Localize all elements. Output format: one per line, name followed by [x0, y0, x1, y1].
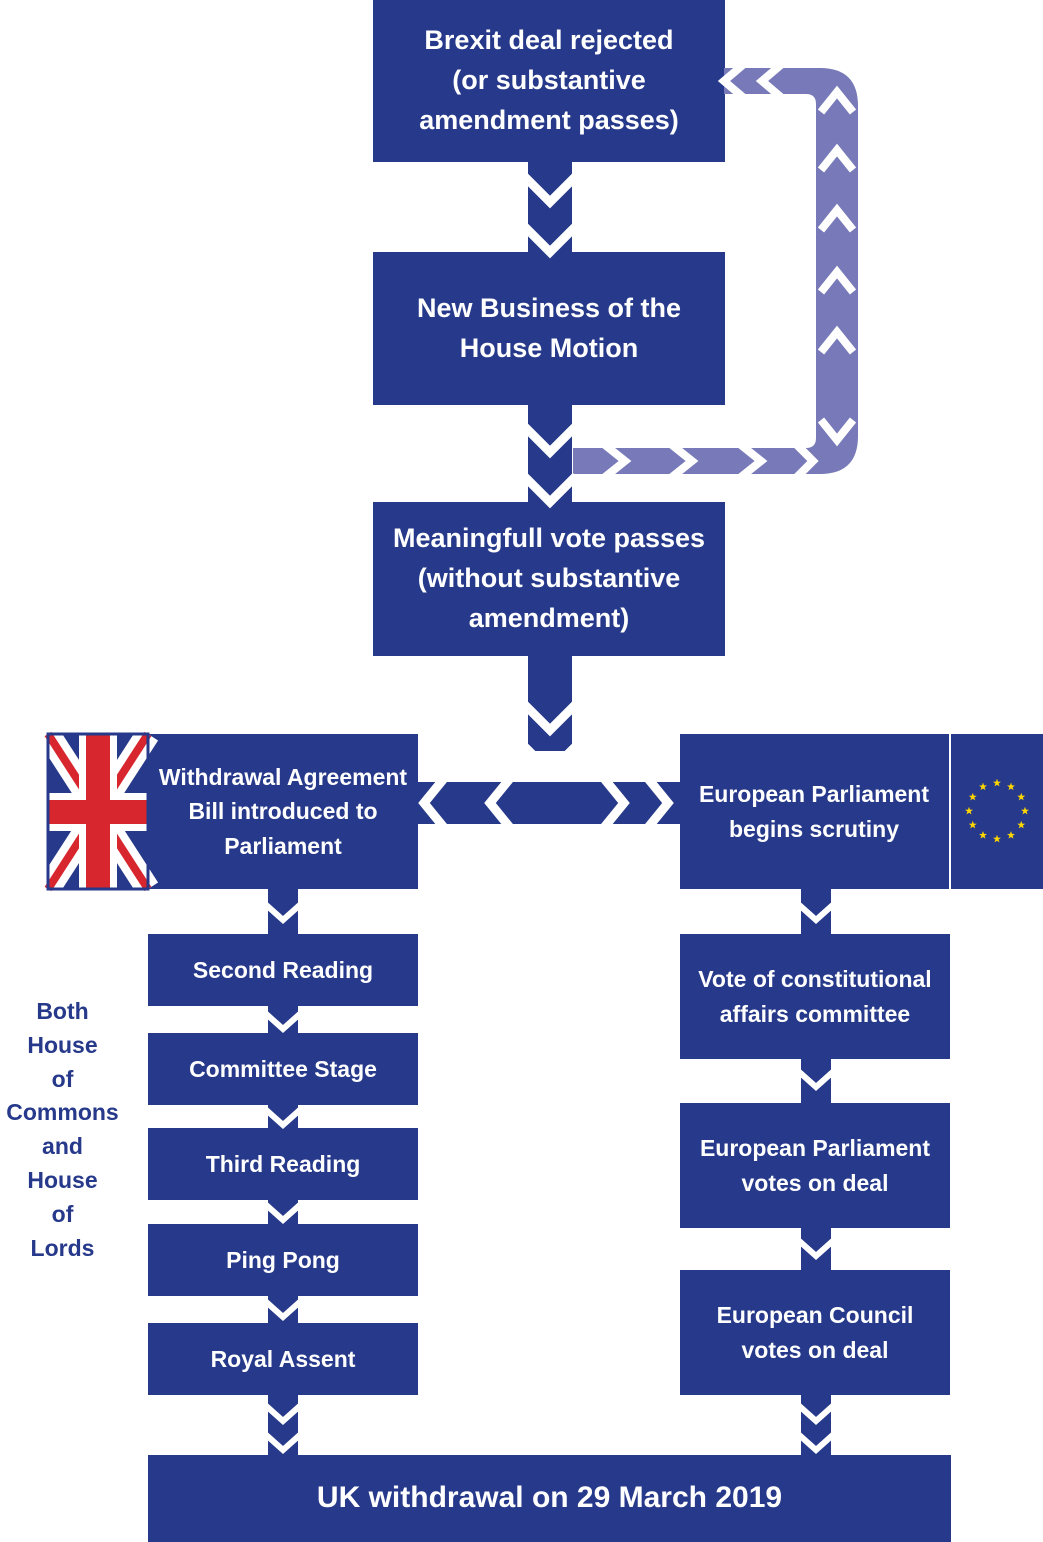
eu-scrutiny-box: European Parliament begins scrutiny — [680, 734, 948, 889]
eu-star — [1021, 806, 1029, 815]
union-jack-icon — [37, 727, 159, 896]
business-motion-box: New Business of the House Motion — [373, 252, 725, 405]
meaningful-vote-box: Meaningfull vote passes (without substan… — [373, 502, 725, 656]
eu-star — [1007, 831, 1015, 839]
royal-assent-box: Royal Assent — [148, 1323, 418, 1395]
eu-star — [993, 834, 1001, 843]
council-votes-box: European Council votes on deal — [680, 1270, 950, 1395]
loop-back-arrow — [573, 68, 858, 474]
eu-star — [965, 806, 973, 815]
uk-withdrawal-box: UK withdrawal on 29 March 2019 — [148, 1455, 951, 1542]
both-houses-label: Both House of Commons and House of Lords — [6, 998, 119, 1261]
eu-star — [1007, 782, 1015, 791]
third-reading-box: Third Reading — [148, 1128, 418, 1200]
eu-star — [968, 792, 977, 801]
eu-star — [968, 820, 977, 829]
eu-star — [979, 782, 987, 791]
ping-pong-box: Ping Pong — [148, 1224, 418, 1296]
deal-rejected-box: Brexit deal rejected (or substantive ame… — [373, 0, 725, 162]
eu-star — [993, 778, 1001, 787]
withdrawal-bill-box: Withdrawal Agreement Bill introduced to … — [148, 734, 418, 889]
eu-star — [1017, 820, 1026, 829]
eu-flag-icon — [948, 734, 1043, 889]
eu-star — [1017, 792, 1026, 801]
constitutional-affairs-vote-box: Vote of constitutional affairs committee — [680, 934, 950, 1059]
second-reading-box: Second Reading — [148, 934, 418, 1006]
eu-star — [979, 831, 987, 839]
ep-votes-box: European Parliament votes on deal — [680, 1103, 950, 1228]
committee-stage-box: Committee Stage — [148, 1033, 418, 1105]
